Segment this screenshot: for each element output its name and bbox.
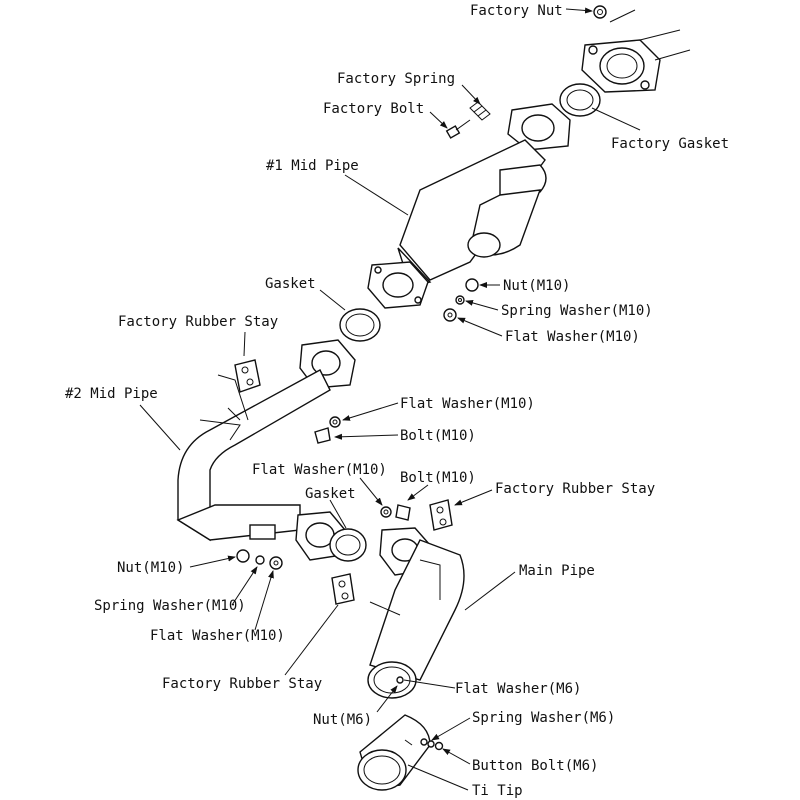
factory-nut-part	[593, 5, 607, 19]
label-flat-washer-m10-3: Flat Washer(M10)	[252, 462, 387, 478]
factory-gasket-part	[559, 83, 601, 117]
ti-tip-part	[357, 714, 431, 791]
m10-hardware-2	[314, 416, 341, 444]
factory-bolt-part	[445, 119, 471, 139]
label-spring-washer-m10-2: Spring Washer(M10)	[94, 598, 246, 614]
label-gasket-2: Gasket	[305, 486, 356, 502]
label-flat-washer-m10-2: Flat Washer(M10)	[400, 396, 535, 412]
label-spring-washer-m6: Spring Washer(M6)	[472, 710, 615, 726]
label-factory-nut: Factory Nut	[470, 3, 563, 19]
label-flat-washer-m10-1: Flat Washer(M10)	[505, 329, 640, 345]
m10-hardware-4	[380, 504, 411, 521]
label-nut-m10-1: Nut(M10)	[503, 278, 570, 294]
m10-hardware-3	[236, 549, 283, 570]
main-pipe-outlet	[367, 661, 417, 699]
labels: Factory Nut Factory Spring Factory Bolt …	[65, 3, 729, 799]
label-factory-rubber-stay-3: Factory Rubber Stay	[162, 676, 322, 692]
factory-rubber-stay-3-part	[331, 573, 355, 605]
gasket-1-part	[339, 308, 381, 342]
gasket-2-part	[329, 528, 367, 562]
label-main-pipe: Main Pipe	[519, 563, 595, 579]
factory-rubber-stay-1-part	[217, 359, 261, 421]
label-button-bolt-m6: Button Bolt(M6)	[472, 758, 598, 774]
label-factory-bolt: Factory Bolt	[323, 101, 424, 117]
label-mid-pipe-2: #2 Mid Pipe	[65, 386, 158, 402]
main-pipe-part	[369, 527, 465, 681]
label-factory-rubber-stay-2: Factory Rubber Stay	[495, 481, 655, 497]
label-nut-m10-2: Nut(M10)	[117, 560, 184, 576]
mid-pipe-1-part	[367, 103, 571, 309]
factory-flange	[581, 9, 691, 93]
label-nut-m6: Nut(M6)	[313, 712, 372, 728]
label-ti-tip: Ti Tip	[472, 783, 523, 799]
leader-lines	[139, 7, 641, 791]
label-flat-washer-m6: Flat Washer(M6)	[455, 681, 581, 697]
m10-hardware-1	[443, 278, 479, 322]
label-flat-washer-m10-4: Flat Washer(M10)	[150, 628, 285, 644]
factory-rubber-stay-2-part	[429, 499, 453, 531]
m6-hardware	[396, 676, 444, 751]
factory-spring-part	[469, 101, 491, 121]
mid-pipe-2-part	[176, 339, 356, 561]
label-factory-gasket: Factory Gasket	[611, 136, 729, 152]
label-factory-rubber-stay-1: Factory Rubber Stay	[118, 314, 278, 330]
label-mid-pipe-1: #1 Mid Pipe	[266, 158, 359, 174]
label-bolt-m10-2: Bolt(M10)	[400, 470, 476, 486]
label-spring-washer-m10-1: Spring Washer(M10)	[501, 303, 653, 319]
label-gasket-1: Gasket	[265, 276, 316, 292]
label-bolt-m10-1: Bolt(M10)	[400, 428, 476, 444]
label-factory-spring: Factory Spring	[337, 71, 455, 87]
